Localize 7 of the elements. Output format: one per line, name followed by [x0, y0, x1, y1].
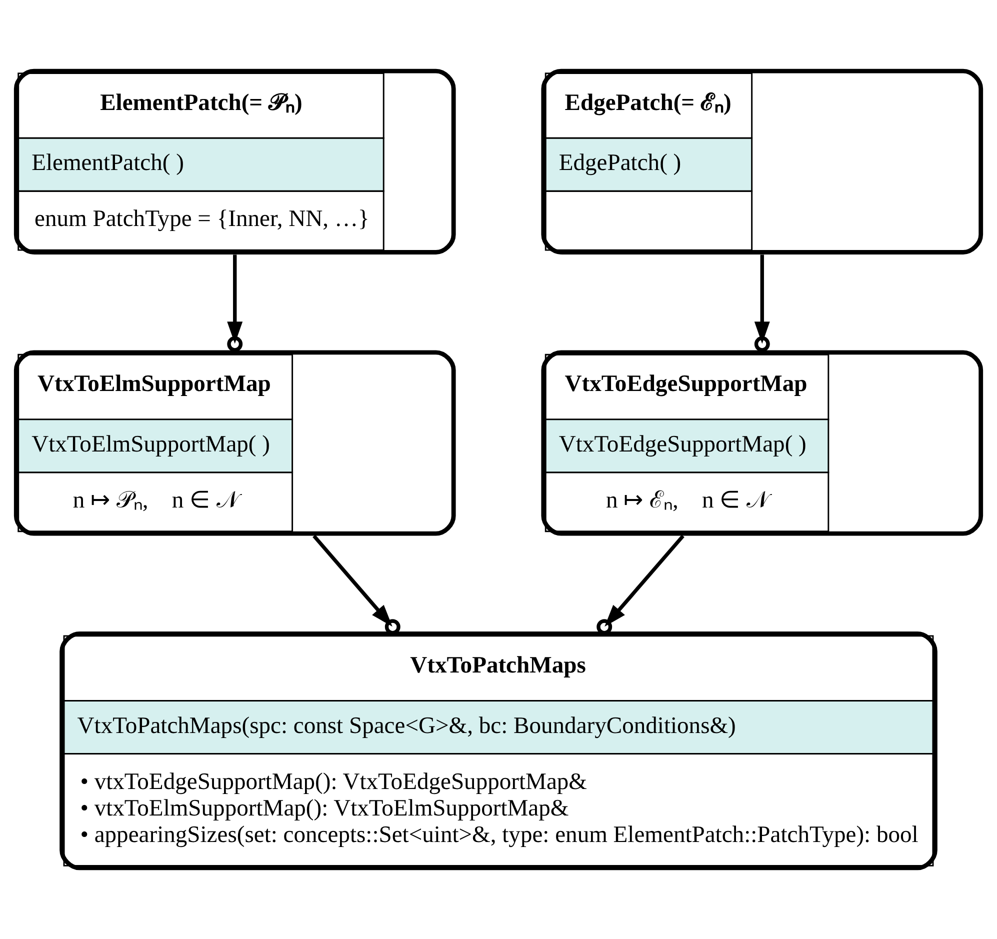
node-box: VtxToElmSupportMap VtxToElmSupportMap( ) n ↦ 𝒫ₙ, n ∈ 𝒩 [14, 350, 456, 536]
node-box: EdgePatch(= ℰₙ) EdgePatch( ) [541, 68, 984, 254]
node-box: VtxToEdgeSupportMap VtxToEdgeSupportMap( ) n ↦ ℰₙ, n ∈ 𝒩 [541, 350, 984, 536]
arrow [754, 254, 770, 352]
arrow [227, 254, 243, 352]
node-box: ElementPatch(= 𝒫ₙ) ElementPatch( ) enum PatchType = {Inner, NN, …} [14, 68, 456, 254]
node-box: VtxToPatchMaps VtxToPatchMaps(spc: const Space<G>&, bc: BoundaryConditions&) • vtxToEdgeSupportMap(): VtxToEdgeSupportMap& • vtxToElmSupportMap(): VtxToElmSupportMap& • appearingSizes(set: concepts::Set<uint>&, type: enum ElementPatch::PatchType): bool [60, 632, 938, 870]
